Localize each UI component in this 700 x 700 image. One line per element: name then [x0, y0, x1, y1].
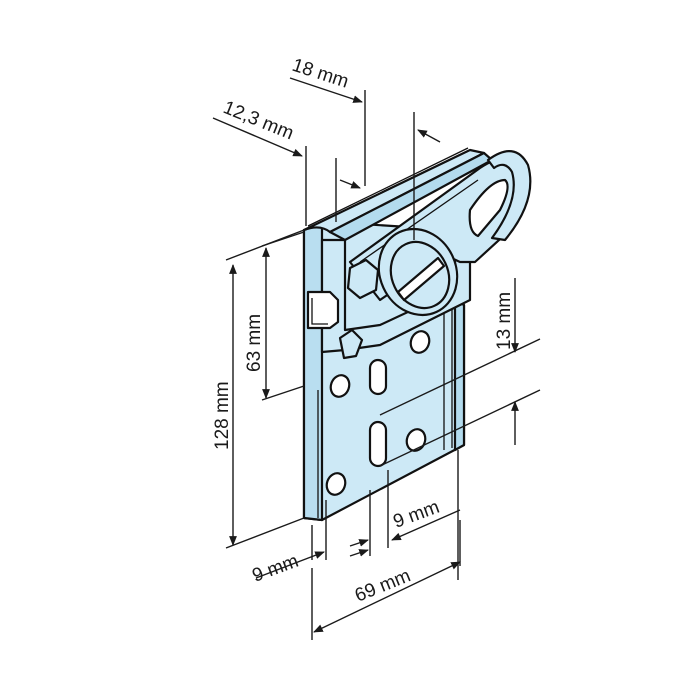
svg-text:13 mm: 13 mm: [494, 292, 515, 350]
mounting-holes: [325, 330, 431, 496]
dim-total-width: 69 mm: [311, 520, 461, 640]
svg-text:63 mm: 63 mm: [244, 314, 265, 372]
svg-text:9 mm: 9 mm: [250, 551, 302, 587]
svg-text:69 mm: 69 mm: [352, 565, 414, 606]
dim-slot-spacing: 13 mm: [379, 278, 541, 467]
svg-text:9 mm: 9 mm: [391, 497, 443, 533]
svg-text:18 mm: 18 mm: [289, 55, 351, 93]
dim-upper-height: 63 mm: [244, 231, 305, 401]
adjuster-wheel: [377, 227, 459, 317]
svg-text:128 mm: 128 mm: [212, 381, 233, 450]
bracket-body: [302, 147, 532, 522]
dim-total-height: 128 mm: [212, 229, 305, 549]
dim-top-width: 18 mm: [289, 55, 366, 222]
